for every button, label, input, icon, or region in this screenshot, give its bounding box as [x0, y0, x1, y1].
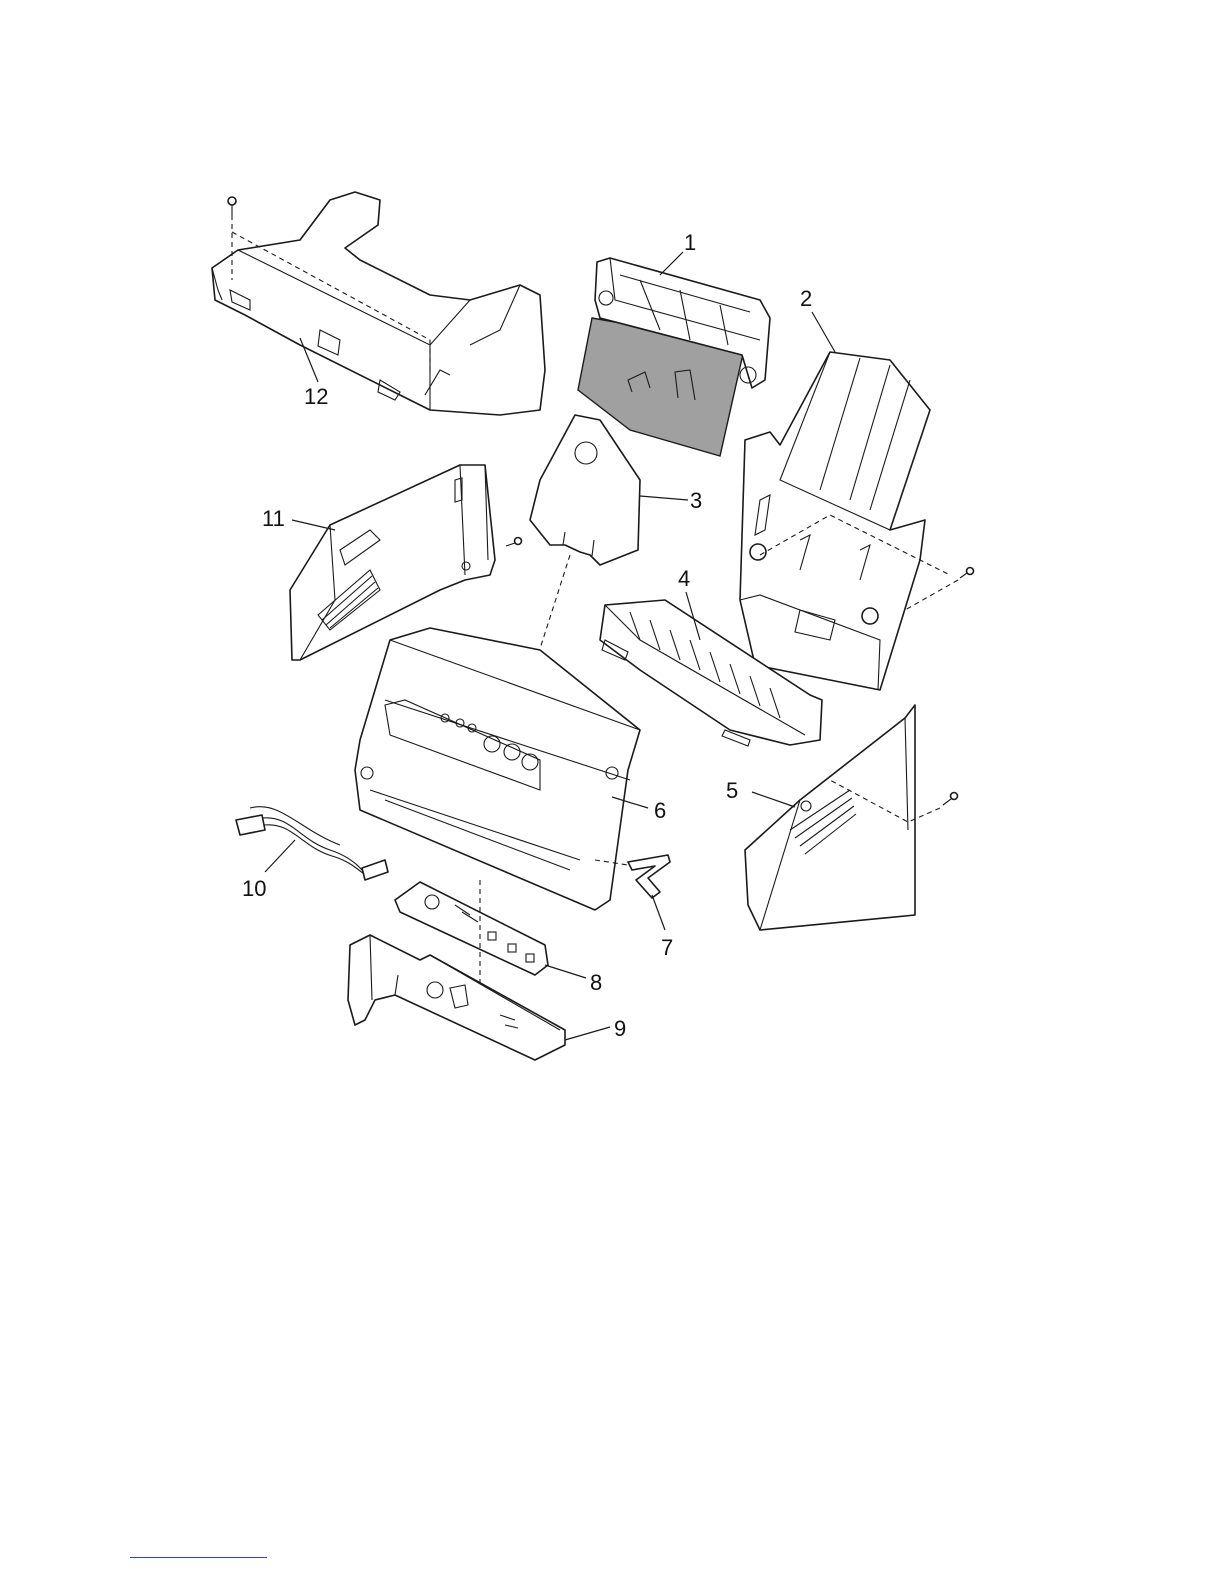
part-6-front-cover — [355, 628, 640, 910]
screw-11 — [506, 538, 522, 547]
leader-1 — [660, 252, 683, 275]
callout-9: 9 — [614, 1016, 626, 1041]
footer-link-underline — [130, 1557, 267, 1558]
callout-8: 8 — [590, 970, 602, 995]
leader-3 — [640, 496, 688, 500]
screw-5 — [943, 793, 958, 806]
leader-7 — [652, 895, 665, 930]
leader-2 — [812, 312, 835, 352]
screw-2 — [960, 568, 974, 579]
part-1-paper-feed-assembly — [578, 258, 770, 456]
part-10-cable — [236, 807, 388, 880]
callout-5: 5 — [726, 778, 738, 803]
callout-4: 4 — [678, 566, 690, 591]
callout-7: 7 — [661, 935, 673, 960]
leader-8 — [545, 965, 586, 978]
callout-12: 12 — [304, 384, 328, 409]
callout-11: 11 — [262, 506, 285, 531]
screw-12 — [228, 197, 236, 215]
callout-10: 10 — [242, 876, 266, 901]
leader-5 — [752, 792, 795, 807]
callout-6: 6 — [654, 798, 666, 823]
part-11-left-side-cover — [290, 465, 495, 660]
callout-1: 1 — [684, 230, 696, 255]
leader-10 — [265, 840, 295, 872]
part-3-access-cover — [530, 415, 640, 565]
leader-9 — [565, 1027, 610, 1040]
part-12-rear-cover — [212, 192, 545, 415]
leader-11 — [292, 520, 335, 530]
part-7-spring-link — [628, 855, 670, 898]
callout-3: 3 — [690, 488, 702, 513]
callout-2: 2 — [800, 286, 812, 311]
part-2-paper-support — [740, 352, 930, 690]
